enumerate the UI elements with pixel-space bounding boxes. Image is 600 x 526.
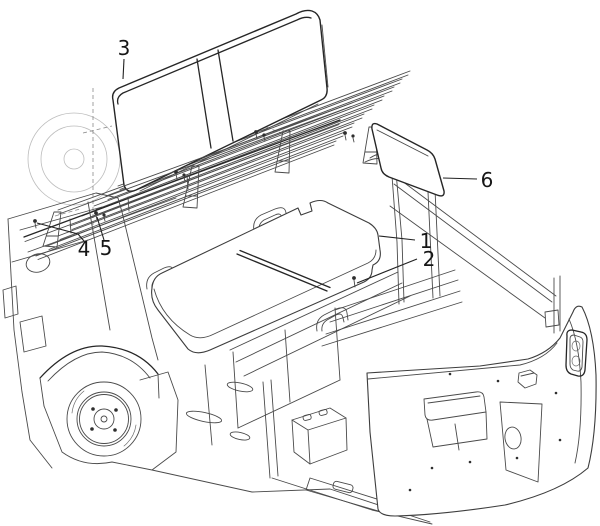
- bolt-icon: [33, 219, 37, 229]
- backrest-panel: [111, 9, 329, 192]
- bolt-icon: [343, 131, 347, 141]
- bed-side-rails: [23, 102, 353, 253]
- callout-3-backrest-panel[interactable]: 3: [118, 36, 131, 60]
- bolt-icon: [254, 130, 258, 140]
- bolt-icon: [262, 133, 266, 142]
- callout-1-seat-cushion[interactable]: 1: [420, 229, 433, 253]
- bolt-icon: [352, 276, 356, 288]
- callout-leaders: [36, 58, 478, 284]
- bolt-icon: [102, 213, 106, 222]
- seat-cushion: [151, 199, 381, 354]
- bolt-icon: [174, 170, 178, 180]
- fixing-bolts: [33, 130, 355, 229]
- side-flat-panel: [371, 122, 445, 197]
- rear-lamp-post: [544, 275, 561, 334]
- callout-6-side-panel[interactable]: 6: [481, 168, 494, 192]
- bolt-icon: [182, 173, 186, 182]
- rear-fascia-panel: [366, 305, 597, 517]
- callout-4-fixing-bolt[interactable]: 4: [78, 237, 91, 261]
- side-steps: [139, 364, 279, 479]
- spare-wheel: [27, 112, 121, 206]
- bolt-icon: [351, 134, 355, 143]
- bolt-icon: [94, 211, 98, 221]
- grab-handle: [316, 307, 349, 332]
- cab-back: [2, 192, 159, 469]
- bed-floor-slats-rear: [321, 269, 463, 347]
- callout-2-cushion-bolt[interactable]: 2: [423, 247, 436, 271]
- callout-5-fixing-bolt[interactable]: 5: [100, 236, 113, 260]
- callout-labels: 1 2 3 4 5 6: [78, 36, 494, 271]
- front-fender-and-wheel: [39, 345, 160, 457]
